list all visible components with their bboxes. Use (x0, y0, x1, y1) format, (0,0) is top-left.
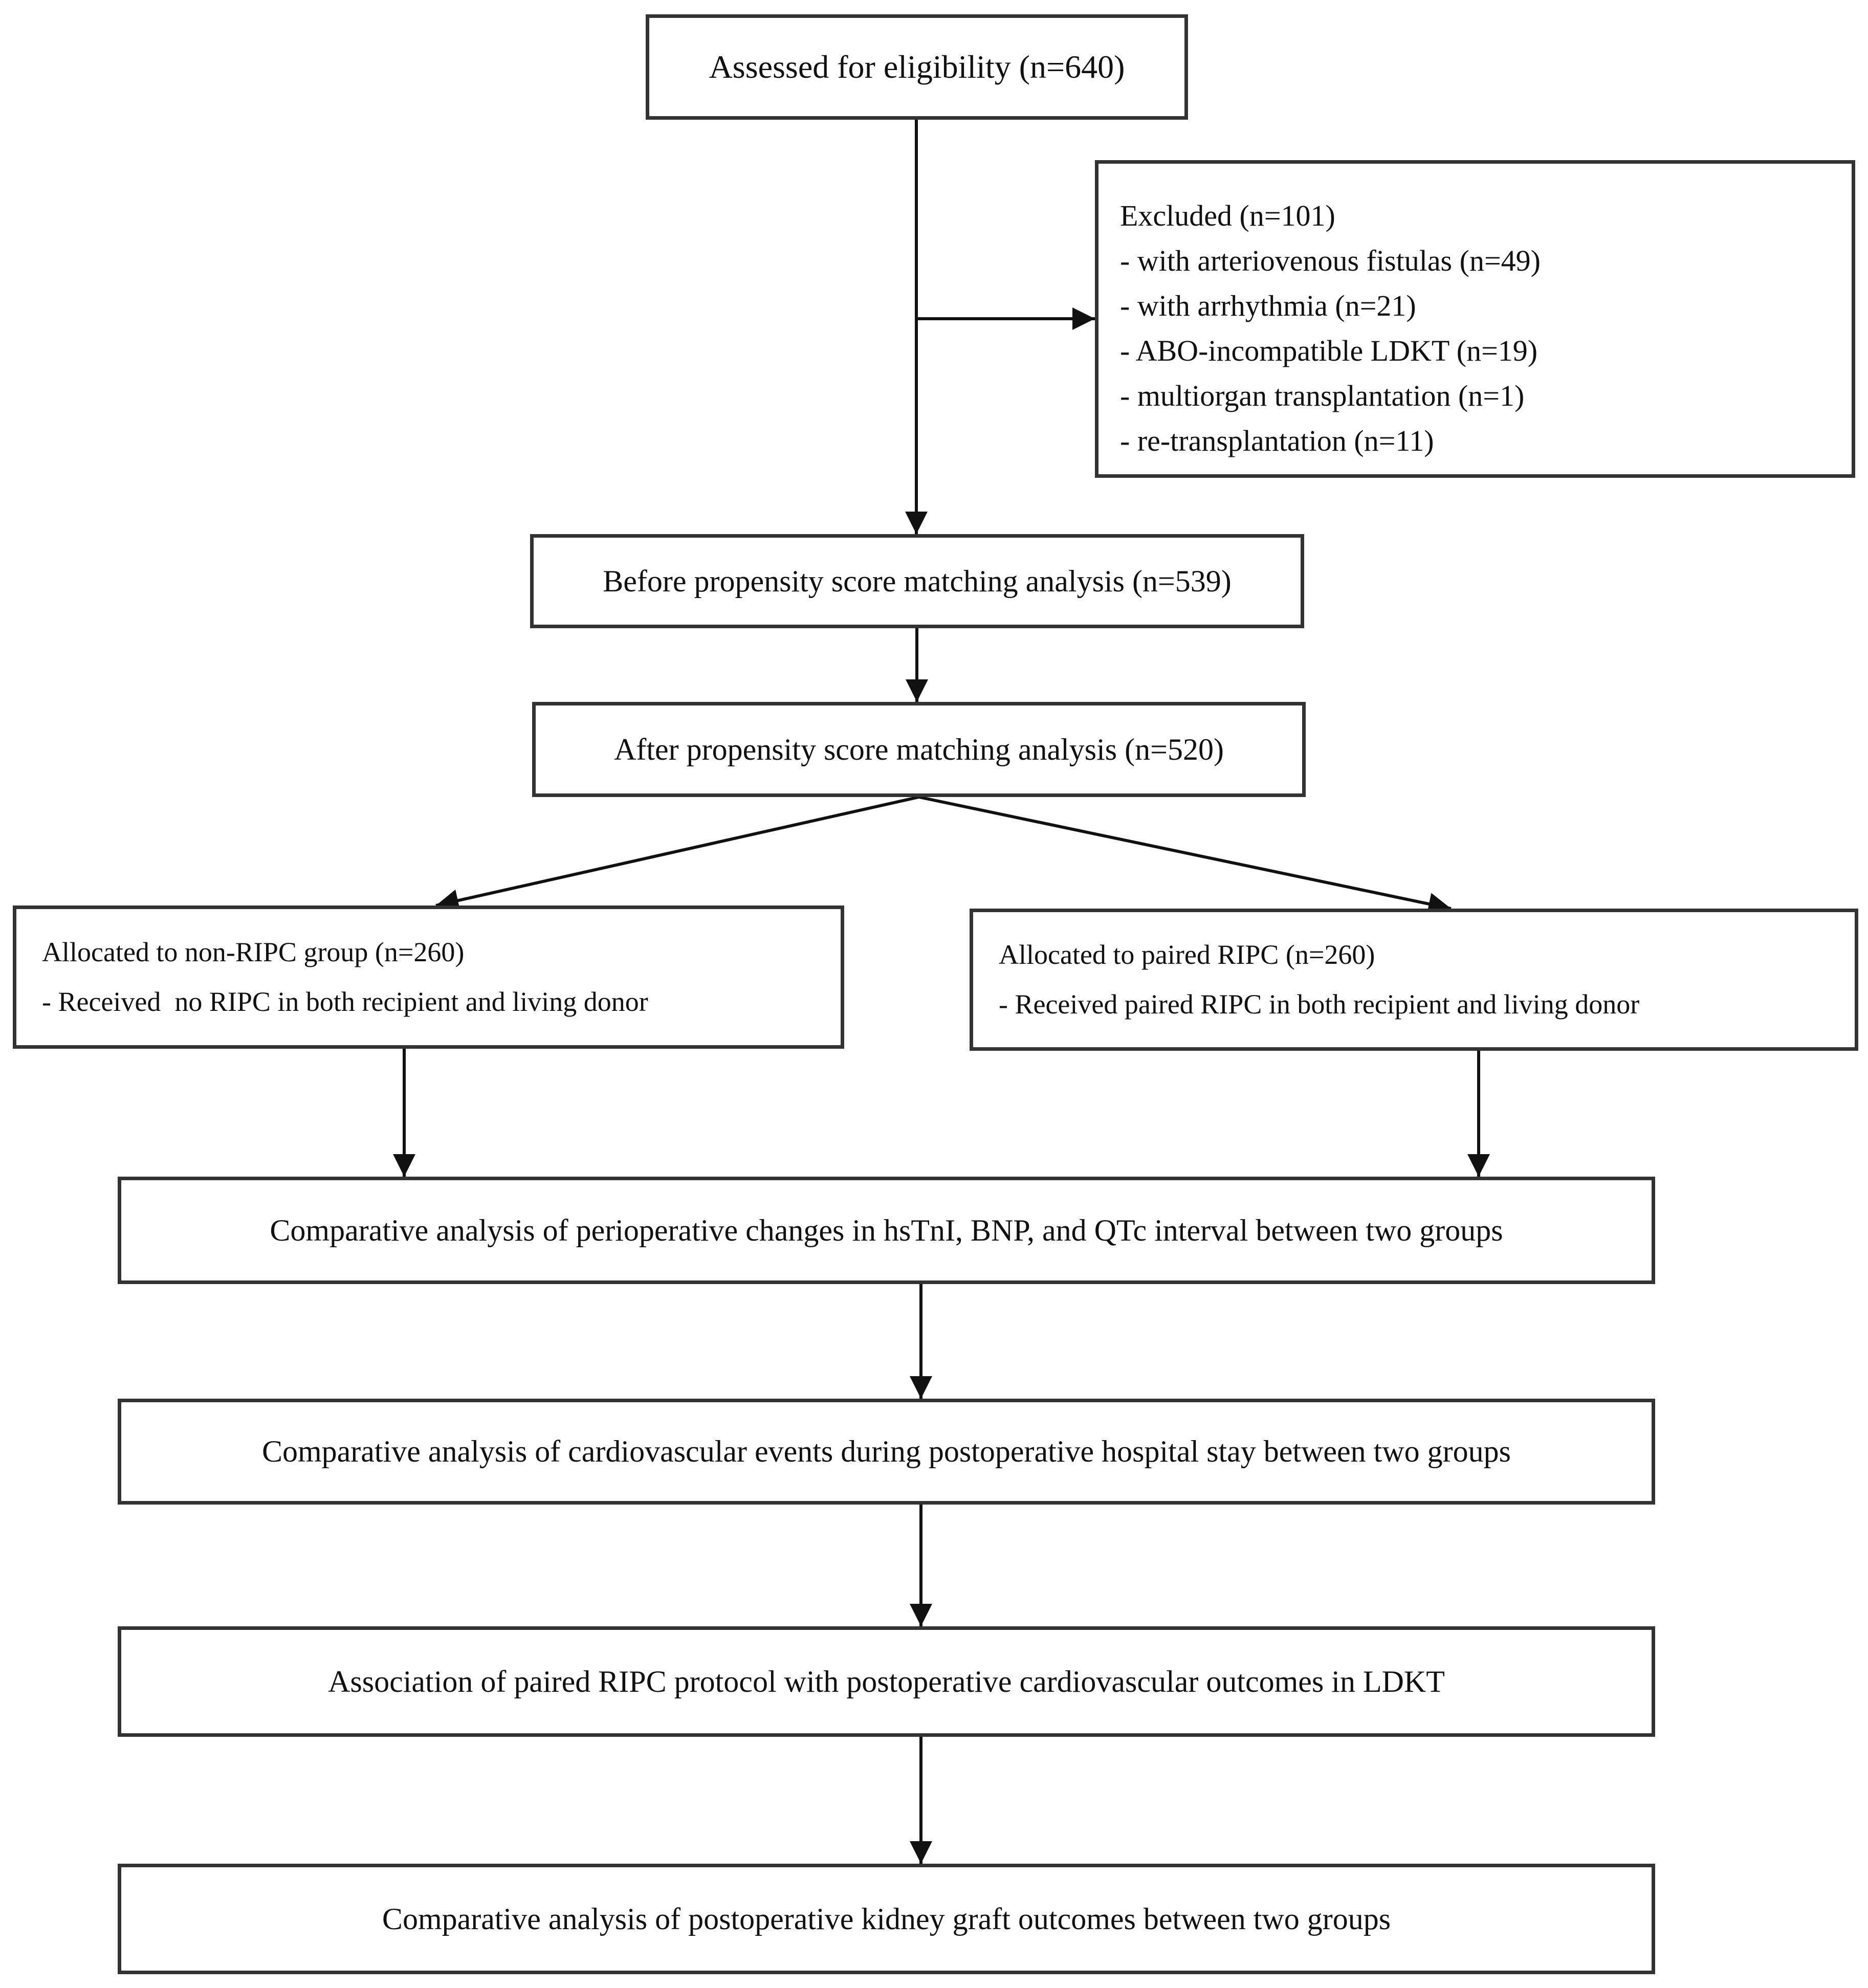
box-non-ripc-group: Allocated to non-RIPC group (n=260) - Re… (13, 905, 844, 1049)
arrow-after-matching-to-non-ripc (435, 796, 919, 912)
box-assessed-for-eligibility: Assessed for eligibility (n=640) (646, 14, 1188, 120)
box-paired-ripc-group: Allocated to paired RIPC (n=260) - Recei… (970, 909, 1858, 1051)
box-association-paired-ripc-outcomes: Association of paired RIPC protocol with… (118, 1626, 1655, 1737)
paired-ripc-detail: - Received paired RIPC in both recipient… (999, 989, 1640, 1020)
eligibility-label: Assessed for eligibility (n=640) (709, 49, 1125, 85)
excluded-reason: - ABO-incompatible LDKT (n=19) (1120, 334, 1538, 367)
comparative-cv-events-label: Comparative analysis of cardiovascular e… (261, 1434, 1511, 1468)
after-matching-label: After propensity score matching analysis… (614, 732, 1224, 766)
box-before-propensity-matching: Before propensity score matching analysi… (530, 534, 1304, 628)
comparative-periop-label: Comparative analysis of perioperative ch… (270, 1213, 1503, 1247)
excluded-reason: - multiorgan transplantation (n=1) (1120, 379, 1525, 412)
paired-ripc-title: Allocated to paired RIPC (n=260) (999, 939, 1375, 970)
arrow-after-matching-to-paired-ripc (918, 796, 1452, 915)
non-ripc-detail: - Received no RIPC in both recipient and… (42, 986, 648, 1017)
excluded-reason: - with arteriovenous fistulas (n=49) (1120, 244, 1541, 277)
before-matching-label: Before propensity score matching analysi… (603, 564, 1232, 598)
box-comparative-perioperative-changes: Comparative analysis of perioperative ch… (118, 1177, 1655, 1284)
box-comparative-cardiovascular-events: Comparative analysis of cardiovascular e… (118, 1399, 1655, 1505)
box-after-propensity-matching: After propensity score matching analysis… (532, 702, 1306, 797)
non-ripc-title: Allocated to non-RIPC group (n=260) (42, 937, 465, 967)
excluded-reason: - with arrhythmia (n=21) (1120, 289, 1416, 322)
graft-outcomes-label: Comparative analysis of postoperative ki… (382, 1902, 1391, 1936)
association-label: Association of paired RIPC protocol with… (328, 1664, 1445, 1698)
excluded-title: Excluded (n=101) (1120, 199, 1335, 232)
box-comparative-kidney-graft-outcomes: Comparative analysis of postoperative ki… (118, 1864, 1655, 1974)
excluded-reason: - re-transplantation (n=11) (1120, 424, 1434, 457)
box-excluded: Excluded (n=101) - with arteriovenous fi… (1095, 160, 1855, 478)
